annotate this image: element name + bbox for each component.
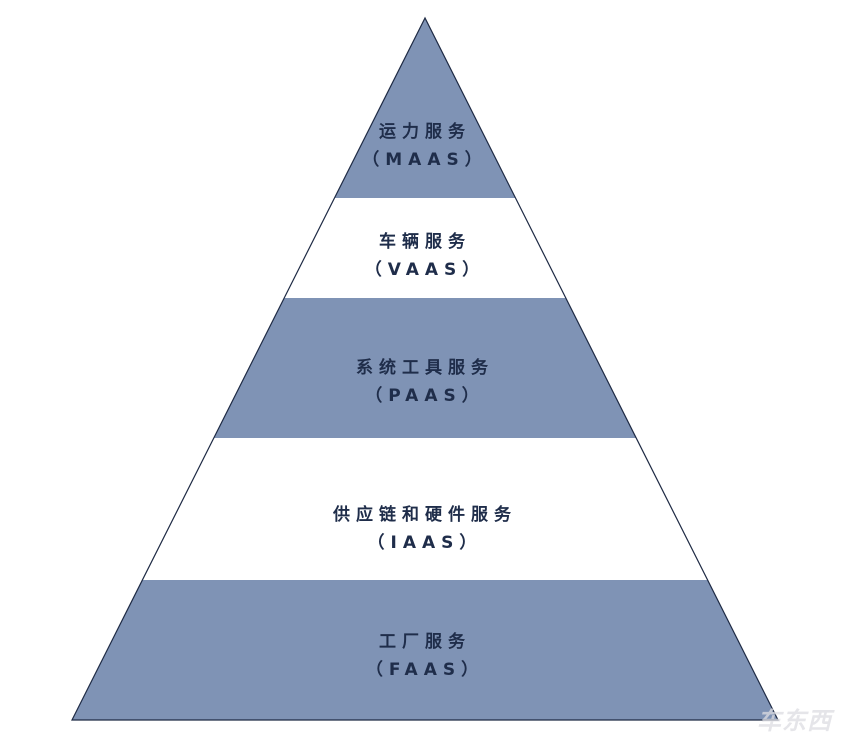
layer-name: 工厂服务 [379,632,471,652]
pyramid-outline [71,16,779,721]
layer-code: （PAAS） [365,386,485,406]
layer-band-5 [72,580,778,720]
layer-label-paas: 系统工具服务 （PAAS） [0,354,850,410]
layer-label-vaas: 车辆服务 （VAAS） [0,228,850,284]
layer-code: （MAAS） [362,150,488,170]
layer-code: （FAAS） [365,660,485,680]
layer-code: （VAAS） [364,260,486,280]
layer-label-maas: 运力服务 （MAAS） [0,118,850,174]
layer-label-faas: 工厂服务 （FAAS） [0,628,850,684]
layer-name: 系统工具服务 [356,358,494,378]
layer-code: （IAAS） [367,533,483,553]
layer-name: 供应链和硬件服务 [333,505,517,525]
layer-name: 车辆服务 [379,232,471,252]
watermark-logo: 车东西 [757,707,832,735]
layer-name: 运力服务 [379,122,471,142]
layer-label-iaas: 供应链和硬件服务 （IAAS） [0,501,850,557]
